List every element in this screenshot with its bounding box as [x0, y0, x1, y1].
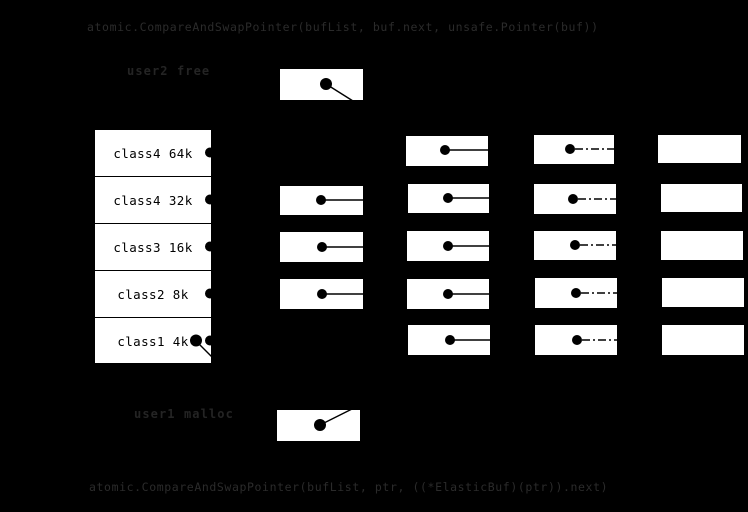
table-row[interactable]: class4 64k: [95, 130, 211, 177]
buffer-node[interactable]: [661, 324, 745, 356]
buffer-node[interactable]: [657, 134, 742, 164]
class-row-label: class2 8k: [117, 286, 189, 302]
buffer-node[interactable]: [405, 135, 489, 167]
buffer-node[interactable]: [533, 183, 617, 215]
table-row[interactable]: class3 16k: [95, 224, 211, 271]
buffer-node[interactable]: [661, 277, 745, 308]
top-code-line: atomic.CompareAndSwapPointer(bufList, bu…: [87, 20, 599, 34]
class-row-label: class1 4k: [117, 334, 189, 349]
class-row-label: class4 64k: [113, 145, 193, 161]
user1-malloc-box[interactable]: [276, 409, 361, 442]
class-row-label: class3 16k: [113, 239, 193, 255]
buffer-node[interactable]: [407, 324, 491, 356]
buffer-node[interactable]: [533, 134, 615, 165]
buffer-node[interactable]: [660, 183, 743, 213]
table-row[interactable]: class1 4k: [95, 318, 211, 365]
buffer-node[interactable]: [279, 231, 364, 263]
table-row[interactable]: class2 8k: [95, 271, 211, 318]
user2-free-box[interactable]: [279, 68, 364, 101]
table-row[interactable]: class4 32k: [95, 177, 211, 224]
buffer-node[interactable]: [407, 183, 490, 214]
user1-malloc-label: user1 malloc: [134, 407, 234, 421]
buffer-node[interactable]: [406, 230, 490, 262]
buffer-node[interactable]: [279, 278, 364, 310]
size-class-table: class4 64k class4 32k class3 16k class2 …: [94, 129, 212, 364]
class-row-label: class4 32k: [113, 192, 193, 208]
buffer-node[interactable]: [660, 230, 744, 261]
buffer-node[interactable]: [534, 324, 618, 356]
bottom-code-line: atomic.CompareAndSwapPointer(bufList, pt…: [89, 480, 609, 494]
user2-free-label: user2 free: [127, 64, 211, 78]
buffer-node[interactable]: [533, 230, 617, 261]
buffer-node[interactable]: [279, 185, 364, 216]
buffer-node[interactable]: [534, 277, 618, 309]
buffer-node[interactable]: [406, 278, 490, 310]
